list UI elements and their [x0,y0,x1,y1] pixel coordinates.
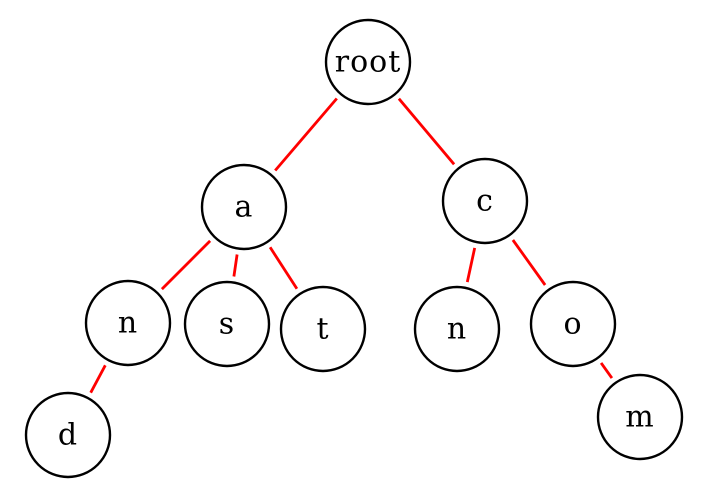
tree-node-s: s [183,280,271,368]
tree-node-label-o: o [563,307,582,342]
tree-node-circle-m [596,373,684,461]
tree-node-m: m [596,373,684,461]
tree-edge-root-a [274,97,338,172]
tree-node-label-m: m [625,400,654,435]
tree-edge-a-t [268,246,299,290]
tree-edge-root-c [397,97,456,166]
tree-node-label-d: d [58,418,78,453]
tree-node-circle-root [324,18,412,106]
tree-node-label-s: s [219,307,235,342]
tree-edge-o-m [599,362,614,379]
tree-edge-n1-d [89,364,107,394]
tree-node-label-n2: n [447,312,467,347]
tree-node-circle-t [279,285,367,373]
tree-edge-a-s [232,254,239,277]
tree-node-root: root [324,18,412,106]
tree-edge-a-n1 [160,239,212,291]
tree-node-label-c: c [476,184,494,219]
tree-node-label-n1: n [118,306,138,341]
tree-node-n1: n [84,279,172,367]
tree-node-circle-c [441,157,529,245]
tree-node-d: d [24,391,112,479]
tree-node-circle-n2 [413,285,501,373]
tree-node-o: o [529,280,617,368]
tree-node-circle-s [183,280,271,368]
tree-node-label-a: a [235,190,254,225]
tree-node-circle-a [200,163,288,251]
tree-node-circle-n1 [84,279,172,367]
tree-node-t: t [279,285,367,373]
tree-edge-c-o [511,239,547,286]
tree-node-circle-o [529,280,617,368]
tree-node-c: c [441,157,529,245]
tree-node-n2: n [413,285,501,373]
tree-node-label-t: t [316,312,329,347]
tree-edge-c-n2 [465,247,477,283]
tree-node-label-root: root [335,45,402,80]
tree-node-circle-d [24,391,112,479]
tree-node-a: a [200,163,288,251]
